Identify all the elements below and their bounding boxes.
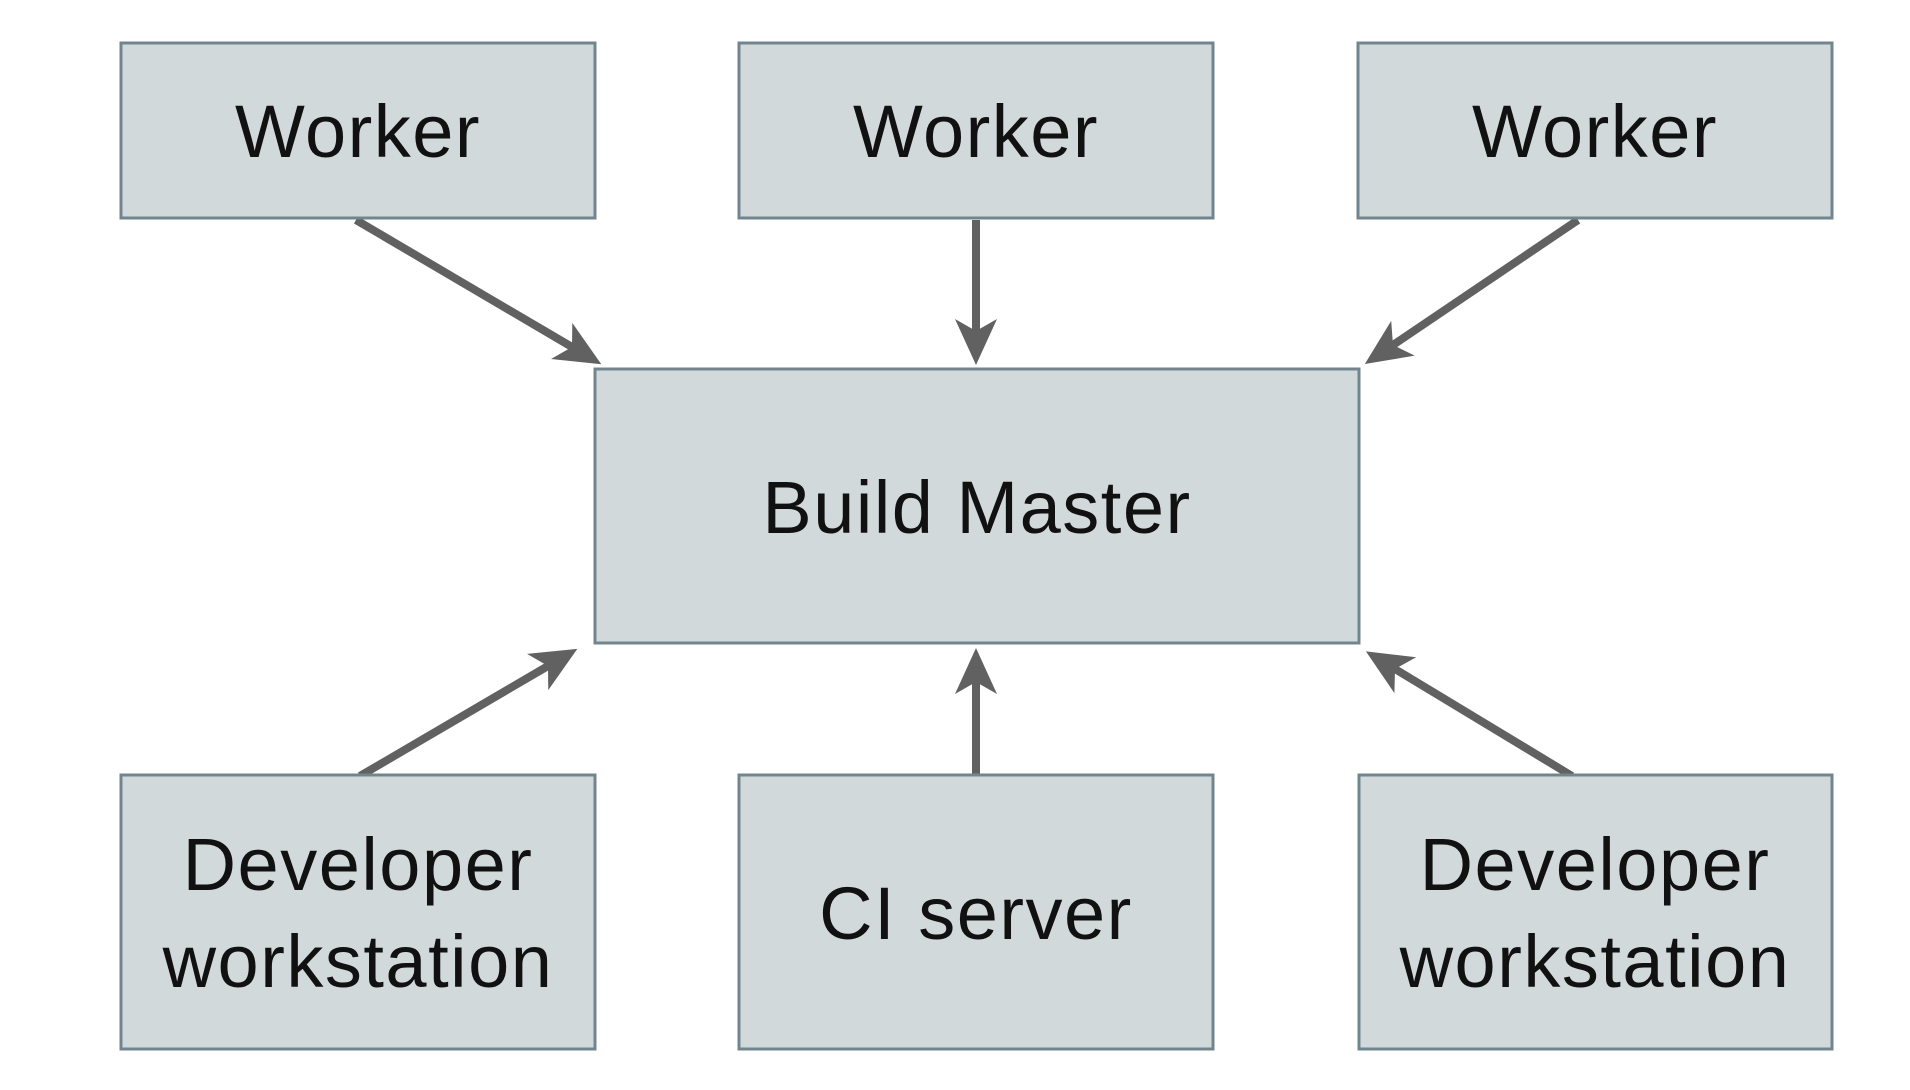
developer-workstation-right-box [1357, 773, 1834, 1051]
build-master-box [593, 367, 1361, 645]
node-build-master: Build Master [593, 367, 1361, 645]
edges-layer [353, 216, 1581, 780]
worker-2-box [737, 41, 1215, 220]
node-worker-2: Worker [737, 41, 1215, 220]
edge-worker-1-to-build-master [353, 216, 602, 365]
node-developer-workstation-right: Developer workstation [1357, 773, 1834, 1051]
worker-3-label: Worker [1472, 90, 1718, 173]
build-master-label: Build Master [762, 466, 1191, 549]
developer-workstation-right-label-line1: Developer [1420, 823, 1771, 906]
developer-workstation-left-label-line1: Developer [183, 823, 534, 906]
edge-worker-3-to-build-master [1364, 216, 1581, 365]
worker-3-box [1356, 41, 1834, 220]
worker-2-label: Worker [853, 90, 1099, 173]
node-worker-1: Worker [119, 41, 597, 220]
developer-workstation-right-label-line2: workstation [1399, 920, 1791, 1003]
node-developer-workstation-left: Developer workstation [119, 773, 597, 1051]
edge-developer-workstation-right-to-build-master [1365, 651, 1575, 780]
developer-workstation-left-box [119, 773, 597, 1051]
ci-server-box [737, 773, 1215, 1051]
edge-developer-workstation-left-to-build-master [357, 648, 578, 780]
node-worker-3: Worker [1356, 41, 1834, 220]
worker-1-label: Worker [235, 90, 481, 173]
node-ci-server: CI server [737, 773, 1215, 1051]
developer-workstation-left-label-line2: workstation [162, 920, 554, 1003]
worker-1-box [119, 41, 597, 220]
ci-server-label: CI server [819, 872, 1133, 955]
